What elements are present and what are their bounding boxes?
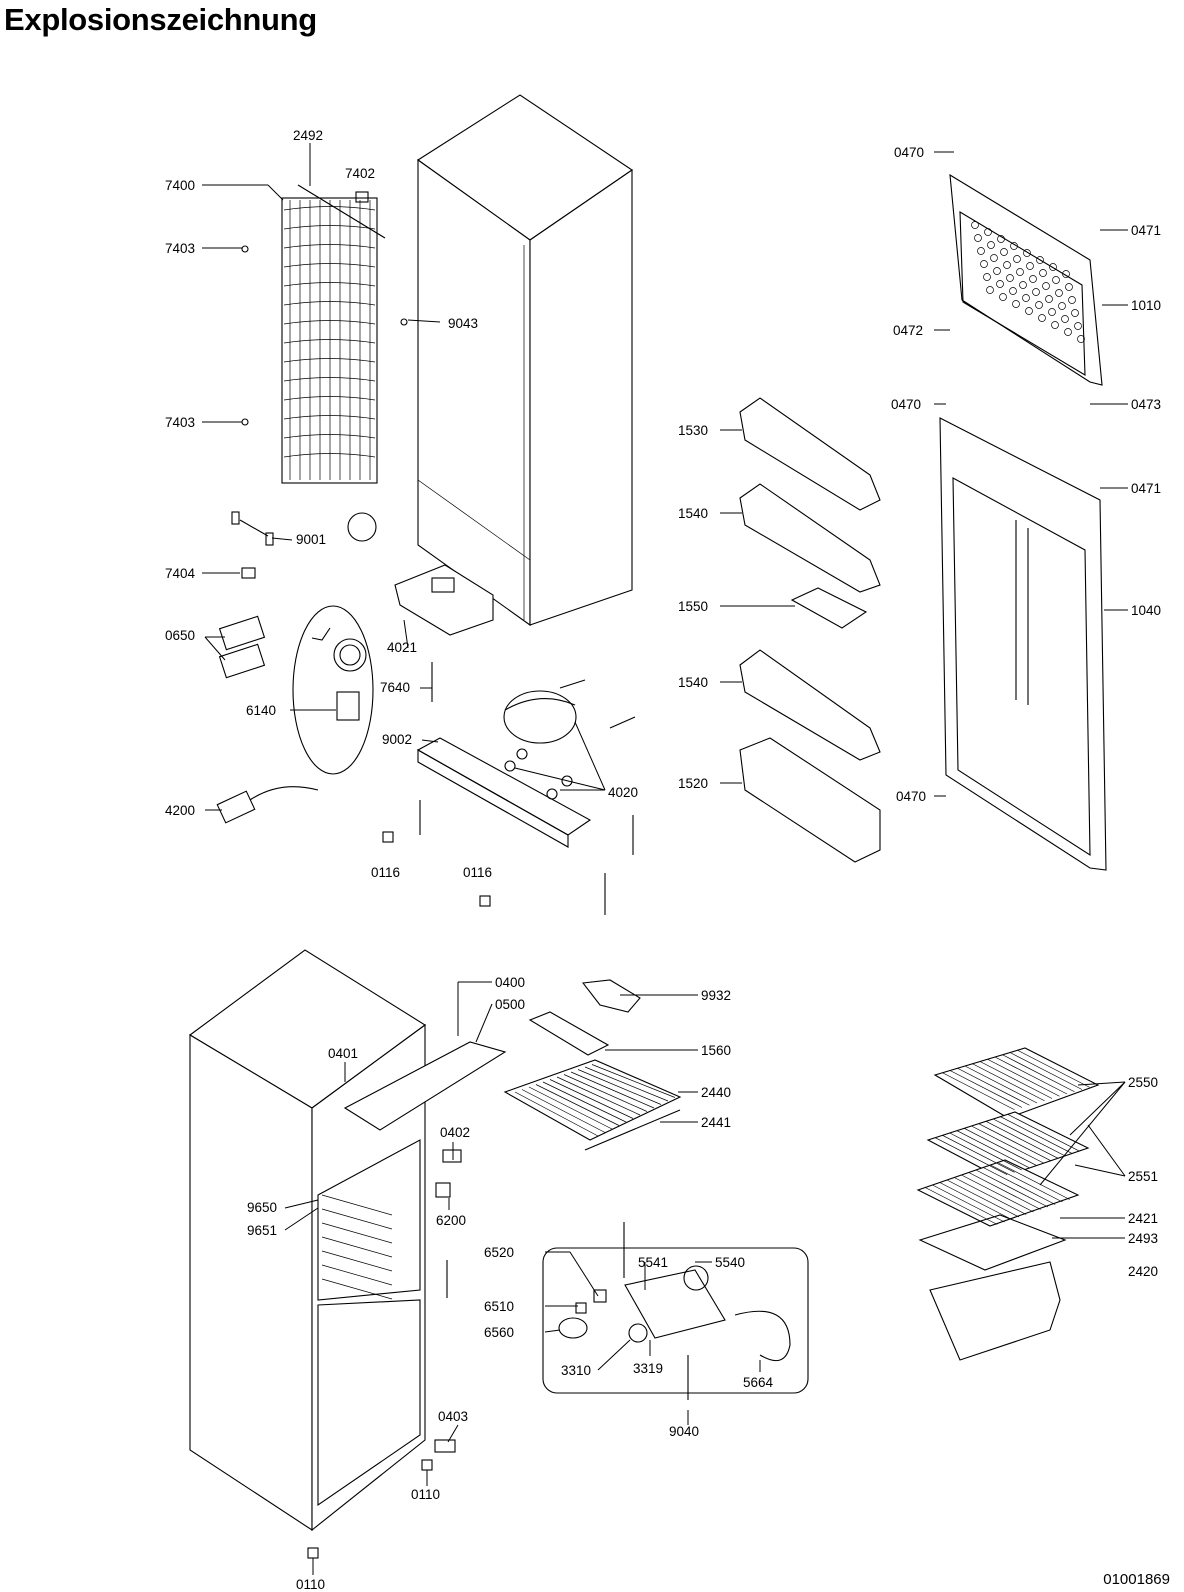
label-7404: 7404	[165, 566, 196, 581]
door-bins-drawing	[739, 397, 881, 863]
power-cable-drawing	[292, 605, 374, 775]
cabinet-shell-drawing	[417, 94, 633, 627]
label-9932: 9932	[701, 988, 731, 1003]
label-0401: 0401	[328, 1046, 358, 1061]
document-number: 01001869	[1103, 1571, 1170, 1588]
label-1540: 1540	[678, 675, 708, 690]
label-4021: 4021	[387, 640, 417, 655]
label-0471: 0471	[1131, 481, 1161, 496]
leader-lines	[202, 143, 1128, 1575]
label-7402: 7402	[345, 166, 375, 181]
label-4200: 4200	[165, 803, 195, 818]
label-4020: 4020	[608, 785, 638, 800]
label-3319: 3319	[633, 1361, 663, 1376]
label-7400: 7400	[165, 178, 195, 193]
label-0110: 0110	[411, 1487, 440, 1502]
label-0116: 0116	[371, 865, 400, 880]
label-0110: 0110	[296, 1577, 325, 1592]
label-1530: 1530	[678, 423, 708, 438]
label-0402: 0402	[440, 1125, 470, 1140]
label-6520: 6520	[484, 1245, 514, 1260]
thermostat-assembly-drawing	[542, 1222, 809, 1400]
label-9650: 9650	[247, 1200, 277, 1215]
label-0403: 0403	[438, 1409, 468, 1424]
label-0650: 0650	[165, 628, 195, 643]
label-1540: 1540	[678, 506, 708, 521]
fridge-door-drawing	[939, 417, 1107, 871]
label-2493: 2493	[1128, 1231, 1158, 1246]
small-parts-drawing	[218, 245, 491, 907]
label-0116: 0116	[463, 865, 492, 880]
cabinet-front-drawing	[189, 949, 507, 1532]
label-9043: 9043	[448, 316, 478, 331]
label-1560: 1560	[701, 1043, 731, 1058]
label-7403: 7403	[165, 415, 195, 430]
label-7403: 7403	[165, 241, 195, 256]
label-9651: 9651	[247, 1223, 277, 1238]
glass-shelves-drawing	[916, 1047, 1100, 1361]
label-6140: 6140	[246, 703, 276, 718]
condenser-drawing	[281, 184, 386, 542]
label-0470: 0470	[891, 397, 921, 412]
label-0473: 0473	[1131, 397, 1161, 412]
label-9001: 9001	[296, 532, 326, 547]
label-2492: 2492	[293, 128, 323, 143]
label-5541: 5541	[638, 1255, 668, 1270]
hinge-parts-drawing	[307, 1149, 462, 1559]
compressor-assembly-drawing	[394, 564, 636, 915]
label-0470: 0470	[894, 145, 924, 160]
label-2421: 2421	[1128, 1211, 1158, 1226]
label-0470: 0470	[896, 789, 926, 804]
label-9002: 9002	[382, 732, 412, 747]
label-0472: 0472	[893, 323, 923, 338]
label-0400: 0400	[495, 975, 525, 990]
label-0500: 0500	[495, 997, 525, 1012]
label-3310: 3310	[561, 1363, 591, 1378]
label-1040: 1040	[1131, 603, 1161, 618]
label-7640: 7640	[380, 680, 410, 695]
label-1520: 1520	[678, 776, 708, 791]
label-6510: 6510	[484, 1299, 514, 1314]
label-5664: 5664	[743, 1375, 774, 1390]
part-labels: 2492 7402 7400 7403 9043 7403 9001 7404 …	[165, 128, 1161, 1592]
label-5540: 5540	[715, 1255, 745, 1270]
label-2420: 2420	[1128, 1264, 1158, 1279]
freezer-accessories-drawing	[503, 979, 682, 1151]
label-9040: 9040	[669, 1424, 699, 1439]
label-0471: 0471	[1131, 223, 1161, 238]
label-2441: 2441	[701, 1115, 731, 1130]
label-6200: 6200	[436, 1213, 466, 1228]
page-title: Explosionszeichnung	[4, 2, 317, 37]
start-capacitor-drawing	[216, 786, 319, 824]
label-2551: 2551	[1128, 1169, 1158, 1184]
label-2550: 2550	[1128, 1075, 1158, 1090]
label-1550: 1550	[678, 599, 708, 614]
label-2440: 2440	[701, 1085, 731, 1100]
freezer-door-drawing	[949, 173, 1103, 386]
label-1010: 1010	[1131, 298, 1161, 313]
label-6560: 6560	[484, 1325, 514, 1340]
